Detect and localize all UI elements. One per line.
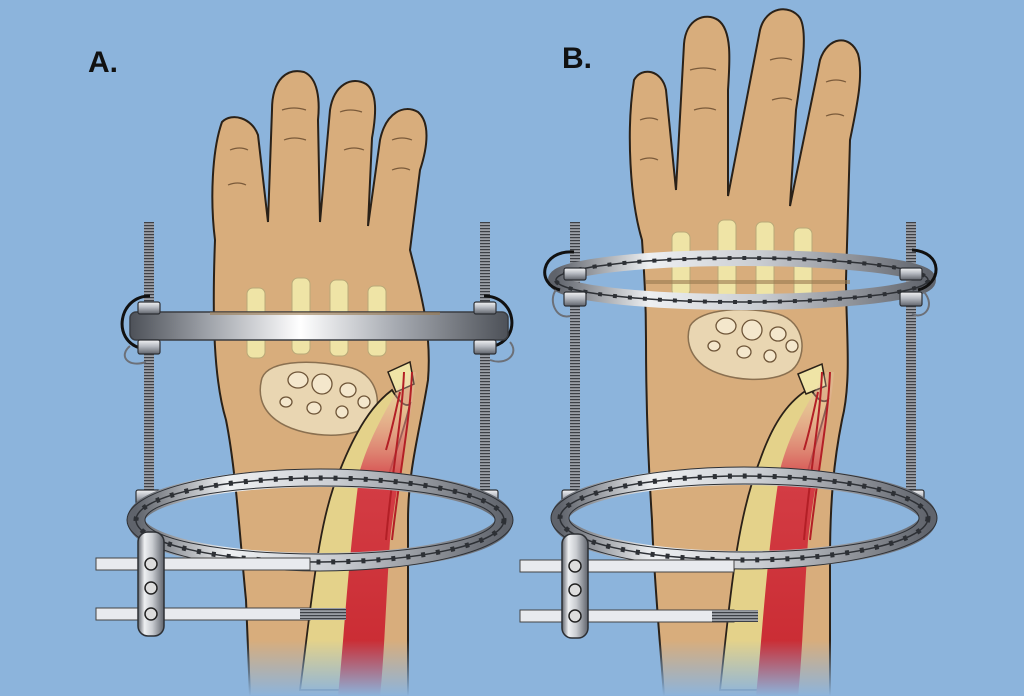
panel-label-b: B.: [562, 42, 592, 75]
bone-pins-b: [519, 533, 758, 639]
circular-ring-a: [126, 468, 514, 572]
threaded-rod-right-a: [480, 222, 490, 504]
proximal-ring-b: [548, 250, 936, 310]
circular-ring-b: [550, 466, 938, 570]
hand-b: [628, 8, 862, 696]
external-fixator-b: [519, 222, 938, 639]
threaded-rod-right-b: [906, 222, 916, 504]
panel-b: [519, 8, 938, 696]
hand-a: [211, 70, 430, 696]
panel-label-a: A.: [88, 46, 118, 79]
external-fixator-a: [95, 222, 515, 637]
carpals-a: [259, 361, 379, 436]
threaded-rod-left-b: [570, 222, 580, 504]
threaded-rod-left-a: [144, 222, 154, 504]
bone-pins-a: [95, 531, 346, 637]
transverse-bar-a: [129, 311, 509, 341]
panel-a: [95, 70, 515, 696]
